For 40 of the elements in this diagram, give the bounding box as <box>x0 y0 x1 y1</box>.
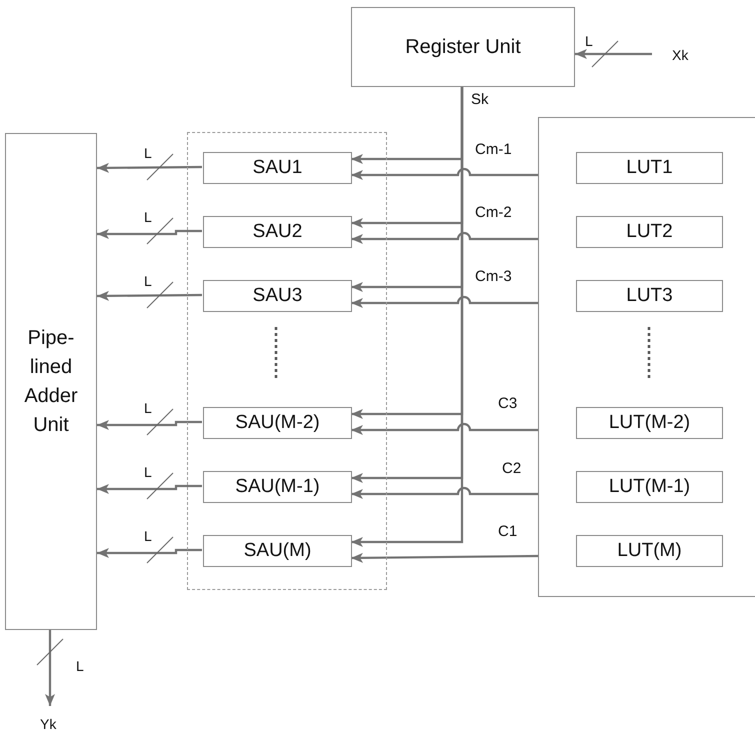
arrow <box>575 49 652 59</box>
sau-box: SAU(M) <box>203 535 352 567</box>
sau-box: SAU(M-1) <box>203 471 352 503</box>
edge-label: L <box>584 33 594 49</box>
group-box <box>187 132 387 590</box>
arrow <box>351 486 538 499</box>
edge-label: L <box>143 209 153 225</box>
lut-box: LUT1 <box>576 152 723 184</box>
arrow <box>97 420 202 430</box>
arrow <box>351 232 538 244</box>
edge-label: L <box>143 528 153 544</box>
sau-box: SAU3 <box>203 280 352 312</box>
lut-box: LUT(M-1) <box>576 471 723 503</box>
signal-label: Xk <box>652 44 702 66</box>
sau-box: SAU2 <box>203 216 352 248</box>
edge-label: L <box>75 658 85 674</box>
lut-box: LUT(M-2) <box>576 407 723 439</box>
arrow <box>97 229 202 239</box>
arrow <box>45 630 55 706</box>
edge-label: L <box>143 273 153 289</box>
register-box: Register Unit <box>351 7 575 87</box>
edge-label: L <box>143 464 153 480</box>
adder-box: Pipe-lined Adder Unit <box>5 133 97 630</box>
signal-label: Yk <box>40 714 70 734</box>
edge-label: L <box>143 400 153 416</box>
arrow <box>96 162 202 173</box>
arrow <box>350 552 538 563</box>
sau-box: SAU1 <box>203 152 352 184</box>
lut-box: LUT2 <box>576 216 723 248</box>
sau-box: SAU(M-2) <box>203 407 352 439</box>
arrow <box>97 484 202 494</box>
lut-block-box <box>538 117 755 597</box>
arrow <box>351 422 538 435</box>
arrow <box>351 296 538 308</box>
lut-box: LUT(M) <box>576 535 723 567</box>
lut-box: LUT3 <box>576 280 723 312</box>
edge-label: L <box>143 145 153 161</box>
arrow <box>351 168 538 180</box>
arrow <box>96 290 202 301</box>
arrow <box>97 548 202 558</box>
